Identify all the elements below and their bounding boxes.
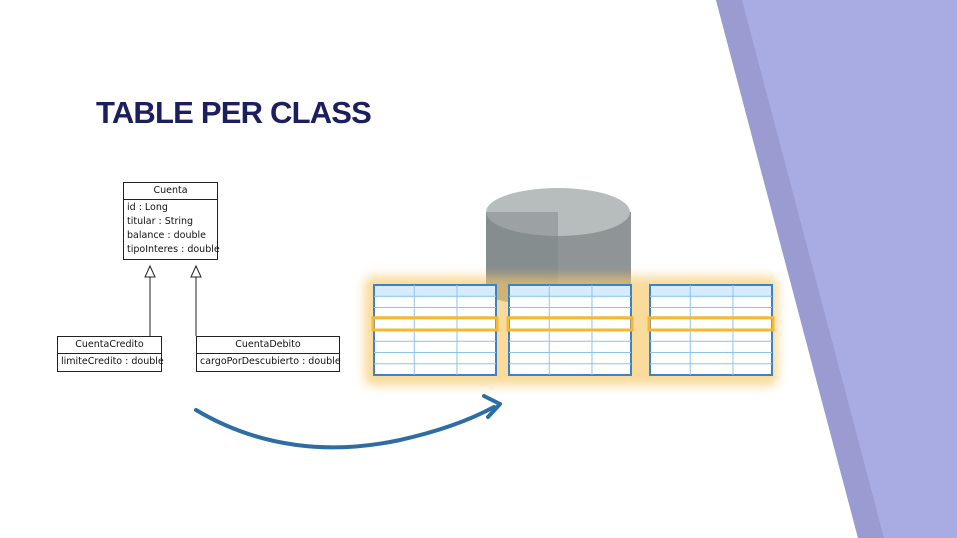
uml-class-name: CuentaCredito (58, 337, 161, 354)
uml-attribute: balance : double (127, 230, 207, 241)
uml-class-name: CuentaDebito (197, 337, 339, 354)
uml-attributes: cargoPorDescubierto : double (197, 354, 341, 371)
accent-stripe (716, 0, 884, 538)
uml-class-cuenta-debito: CuentaDebito cargoPorDescubierto : doubl… (196, 336, 341, 372)
uml-attributes: id : Long titular : String balance : dou… (124, 200, 220, 259)
uml-attribute: cargoPorDescubierto : double (200, 356, 341, 367)
uml-attribute: id : Long (127, 202, 168, 213)
uml-attribute: limiteCredito : double (61, 356, 164, 367)
uml-attributes: limiteCredito : double (58, 354, 164, 371)
uml-class-name: Cuenta (124, 183, 217, 200)
uml-class-cuenta: Cuenta id : Long titular : String balanc… (123, 182, 220, 260)
uml-class-cuenta-credito: CuentaCredito limiteCredito : double (57, 336, 164, 372)
uml-attribute: tipoInteres : double (127, 244, 220, 255)
slide-title: TABLE PER CLASS (96, 95, 372, 130)
uml-attribute: titular : String (127, 216, 194, 227)
